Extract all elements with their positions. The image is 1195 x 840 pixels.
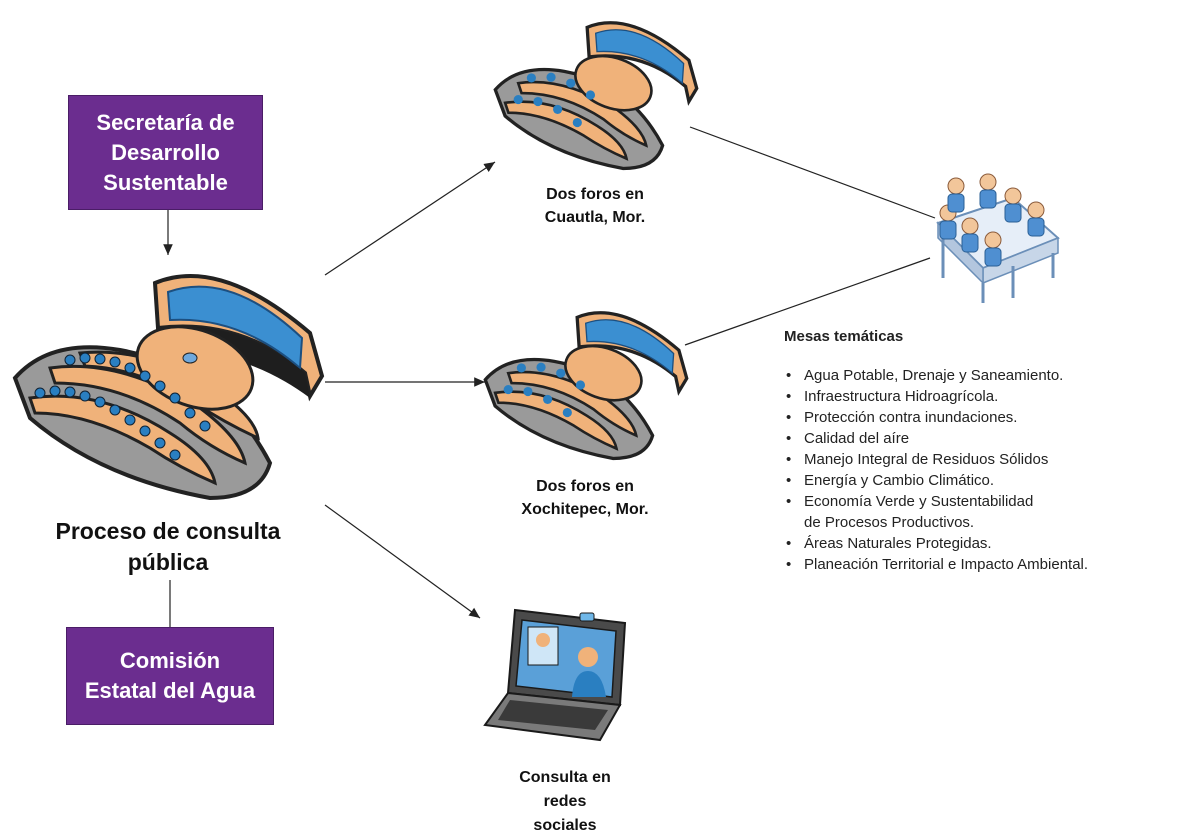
list-item: Infraestructura Hidroagrícola. xyxy=(784,386,1088,407)
redes-label: Consulta en redes sociales xyxy=(480,766,650,838)
redes-line-1: Consulta en xyxy=(519,769,611,786)
laptop-video-icon xyxy=(483,608,627,742)
proceso-line-2: pública xyxy=(127,549,209,575)
xochitepec-line-2: Xochitepec, Mor. xyxy=(521,501,649,518)
secretaria-line-3: Sustentable xyxy=(103,169,228,195)
arrow-proceso-to-redes xyxy=(324,504,481,619)
line-xochitepec-to-mesas xyxy=(684,257,931,346)
comision-line-2: Estatal del Agua xyxy=(84,678,256,703)
meeting-table-icon xyxy=(936,173,1060,303)
line-cuautla-to-mesas xyxy=(689,126,936,219)
list-item: Energía y Cambio Climático. xyxy=(784,470,1088,491)
xochitepec-label: Dos foros en Xochitepec, Mor. xyxy=(480,475,690,521)
cuautla-label: Dos foros en Cuautla, Mor. xyxy=(500,183,690,229)
list-item: Economía Verde y Sustentabilidad de Proc… xyxy=(784,491,1088,533)
list-item: Agua Potable, Drenaje y Saneamiento. xyxy=(784,365,1088,386)
secretaria-line-1: Secretaría de xyxy=(96,109,235,135)
cuautla-line-1: Dos foros en xyxy=(546,186,644,203)
list-item: Protección contra inundaciones. xyxy=(784,407,1088,428)
auditorium-icon xyxy=(493,21,699,171)
redes-line-3: sociales xyxy=(533,817,597,834)
proceso-label: Proceso de consulta pública xyxy=(18,516,318,578)
list-item: Calidad del aíre xyxy=(784,428,1088,449)
mesas-tematicas: Mesas temáticas Agua Potable, Drenaje y … xyxy=(784,328,1088,575)
cuautla-line-2: Cuautla, Mor. xyxy=(544,209,646,226)
proceso-line-1: Proceso de consulta xyxy=(55,518,281,544)
arrow-proceso-to-cuautla xyxy=(324,161,496,276)
redes-line-2: redes xyxy=(543,793,587,810)
secretaria-line-2: Desarrollo xyxy=(111,139,220,165)
auditorium-icon xyxy=(483,311,689,461)
topics-list: Agua Potable, Drenaje y Saneamiento. Inf… xyxy=(784,365,1088,575)
list-item: Planeación Territorial e Impacto Ambient… xyxy=(784,554,1088,575)
secretaria-box: Secretaría de Desarrollo Sustentable xyxy=(68,95,263,210)
auditorium-icon xyxy=(12,274,325,501)
comision-box: Comisión Estatal del Agua xyxy=(66,627,274,725)
xochitepec-line-1: Dos foros en xyxy=(536,478,634,495)
list-item: Áreas Naturales Protegidas. xyxy=(784,533,1088,554)
list-item: Manejo Integral de Residuos Sólidos xyxy=(784,449,1088,470)
comision-line-1: Comisión xyxy=(119,648,221,673)
mesas-title: Mesas temáticas xyxy=(784,328,904,345)
